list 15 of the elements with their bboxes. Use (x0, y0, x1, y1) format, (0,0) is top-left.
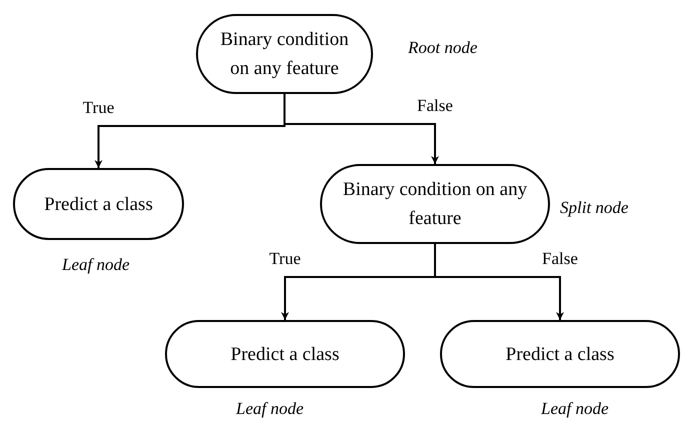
node-caption: Split node (560, 198, 628, 218)
node-caption: Leaf node (236, 399, 304, 419)
edge-label: True (269, 249, 301, 269)
edge-label: True (82, 98, 114, 118)
connector-arrow (284, 94, 439, 164)
node-text: Binary condition on any feature (219, 28, 350, 81)
node-text: Predict a class (230, 342, 340, 366)
node-caption: Leaf node (541, 399, 609, 419)
node-caption: Leaf node (62, 255, 130, 275)
edge-label: False (542, 249, 578, 269)
node-text: Binary condition on any feature (342, 178, 528, 231)
node-text: Predict a class (506, 342, 614, 366)
node-text: Predict a class (44, 192, 153, 216)
edge-label: False (417, 96, 453, 116)
node-caption: Root node (408, 38, 478, 58)
